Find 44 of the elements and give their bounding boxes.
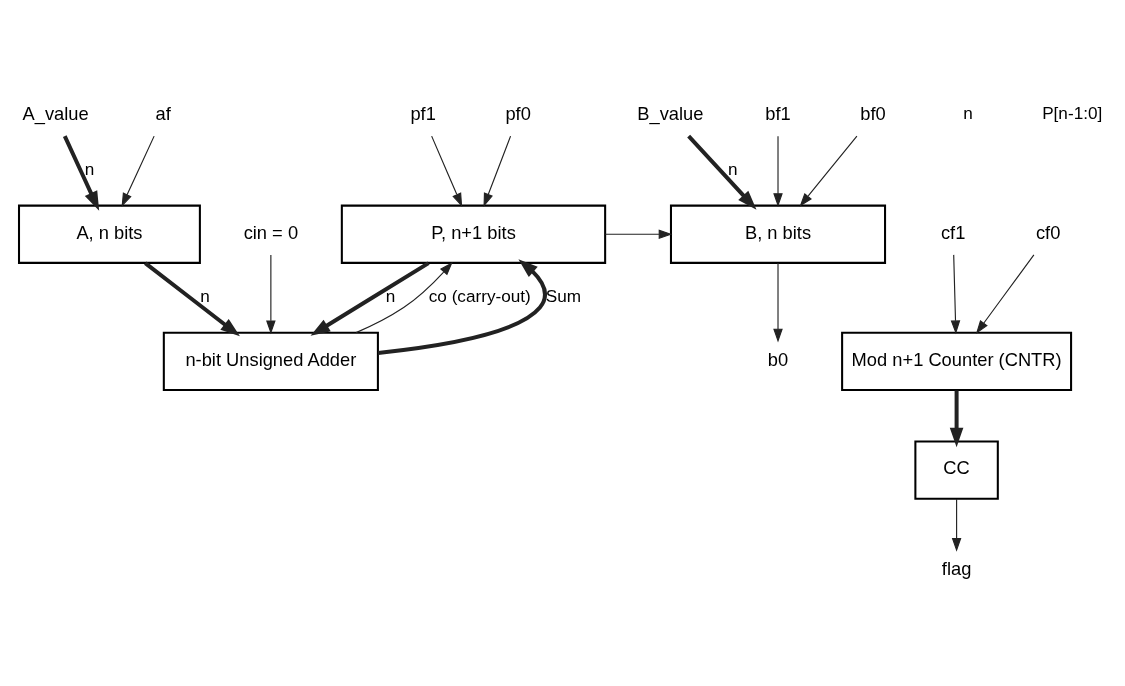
edge-label: n [84,158,95,179]
node-box: CC [914,440,999,500]
arrow [310,261,430,336]
arrow [355,261,453,334]
edge-label: n [385,285,396,306]
node-box: A, n bits [18,204,201,264]
arrow [773,135,783,208]
node-text: af [155,102,171,124]
edge-label: Sum [545,285,581,306]
node-box: n-bit Unsigned Adder [162,331,379,391]
arrow [799,135,858,207]
node-text: pf0 [505,102,531,124]
arrow [949,390,964,448]
node-box: P, n+1 bits [340,204,607,264]
node-text: bf0 [860,102,886,124]
arrow [62,135,100,211]
arrow [431,135,463,207]
arrow [604,229,673,240]
node-text: b0 [767,348,789,370]
node-text: cin = 0 [243,221,299,243]
arrow [144,261,240,337]
node-text: bf1 [765,102,791,124]
edge-label: n [728,158,738,179]
node-text: B_value [637,102,704,124]
edge-label: co (carry-out) [428,285,531,306]
arrow [377,259,547,355]
arrow [121,135,155,207]
arrow [975,254,1035,334]
arrow [266,254,276,335]
edge-label: n [200,285,210,306]
arrow [483,135,512,207]
label: n [963,103,973,124]
arrow [951,498,962,552]
arrow [687,134,757,210]
node-text: cf0 [1035,221,1061,243]
node-text: cf1 [940,221,966,243]
label: P[n-1:0] [1042,103,1103,124]
node-box: B, n bits [669,204,887,264]
node-text: flag [941,558,972,580]
arrow [773,262,783,343]
node-text: pf1 [410,102,436,124]
node-box: Mod n+1 Counter (CNTR) [841,331,1073,391]
node-text: A_value [22,102,89,124]
arrow [950,254,961,335]
